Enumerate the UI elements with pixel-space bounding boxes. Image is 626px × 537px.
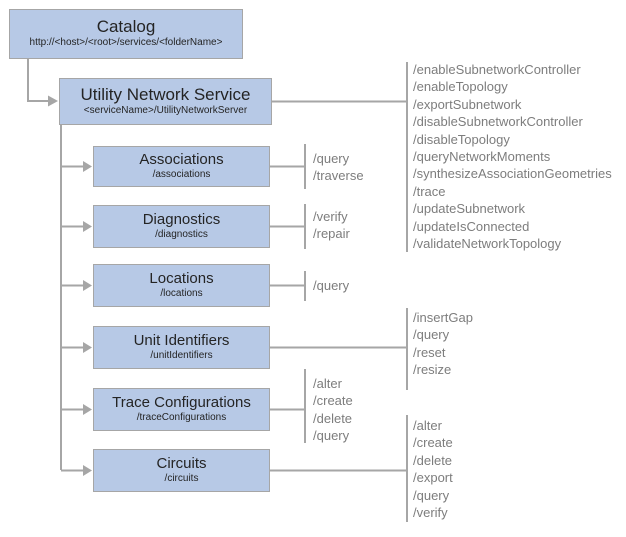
node-title: Associations [139,151,224,168]
node-title: Catalog [96,17,156,37]
operations-list-unit-identifiers: /insertGap /query /reset /resize [413,309,473,379]
operation-label: /enableTopology [413,79,508,95]
operations-list-trace-configurations: /alter /create /delete /query [313,375,353,445]
operations-list-utility-network-service: /enableSubnetworkController /enableTopol… [413,61,612,252]
operation-label: /enableSubnetworkController [413,62,581,77]
operation-label: /alter [413,418,442,433]
node-url: /diagnostics [155,228,208,240]
node-url: /traceConfigurations [136,411,227,423]
operation-label: /disableTopology [413,131,510,147]
operations-list-locations: /query [313,277,349,294]
operation-label: /create [413,435,453,451]
operation-label: /updateIsConnected [413,218,530,234]
operation-label: /verify [413,505,448,521]
node-catalog: Catalog http://<host>/<root>/services/<f… [9,9,243,59]
operations-list-diagnostics: /verify /repair [313,208,350,243]
operation-label: /create [313,393,353,409]
operations-list-associations: /query /traverse [313,150,364,185]
node-title: Utility Network Service [80,84,251,104]
operation-label: /query [413,327,450,343]
operation-label: /query [413,487,450,503]
node-url: /circuits [164,472,199,484]
operations-list-circuits: /alter /create /delete /export /query /v… [413,417,453,521]
node-title: Unit Identifiers [133,332,230,349]
node-url: /locations [160,287,203,299]
operation-label: /resize [413,362,452,378]
operation-label: /updateSubnetwork [413,201,526,217]
node-url: <serviceName>/UtilityNetworkServer [83,104,248,116]
node-unit-identifiers: Unit Identifiers /unitIdentifiers [93,326,270,369]
operation-label: /query [313,151,350,166]
operation-label: /delete [313,410,353,426]
operation-label: /synthesizeAssociationGeometries [413,166,612,182]
operation-label: /repair [313,226,350,242]
node-title: Locations [149,270,214,287]
node-associations: Associations /associations [93,146,270,187]
operation-label: /verify [313,209,348,224]
operation-label: /alter [313,376,342,391]
node-diagnostics: Diagnostics /diagnostics [93,205,270,248]
operation-label: /query [313,278,350,293]
operation-label: /insertGap [413,310,473,325]
operation-label: /export [413,470,453,486]
node-url: http://<host>/<root>/services/<folderNam… [29,37,223,49]
operation-label: /exportSubnetwork [413,96,522,112]
node-locations: Locations /locations [93,264,270,307]
operation-label: /traverse [313,168,364,184]
operation-label: /trace [413,183,446,199]
node-utility-network-service: Utility Network Service <serviceName>/Ut… [59,78,272,125]
node-trace-configurations: Trace Configurations /traceConfiguration… [93,388,270,431]
node-title: Trace Configurations [112,394,251,411]
operation-label: /reset [413,344,446,360]
operation-label: /queryNetworkMoments [413,149,551,165]
node-title: Circuits [156,455,207,472]
operation-label: /query [313,428,350,444]
operation-label: /disableSubnetworkController [413,114,583,130]
node-url: /unitIdentifiers [150,349,213,361]
node-url: /associations [152,168,211,180]
node-title: Diagnostics [142,211,221,228]
operation-label: /validateNetworkTopology [413,236,562,252]
node-circuits: Circuits /circuits [93,449,270,492]
operation-label: /delete [413,452,453,468]
